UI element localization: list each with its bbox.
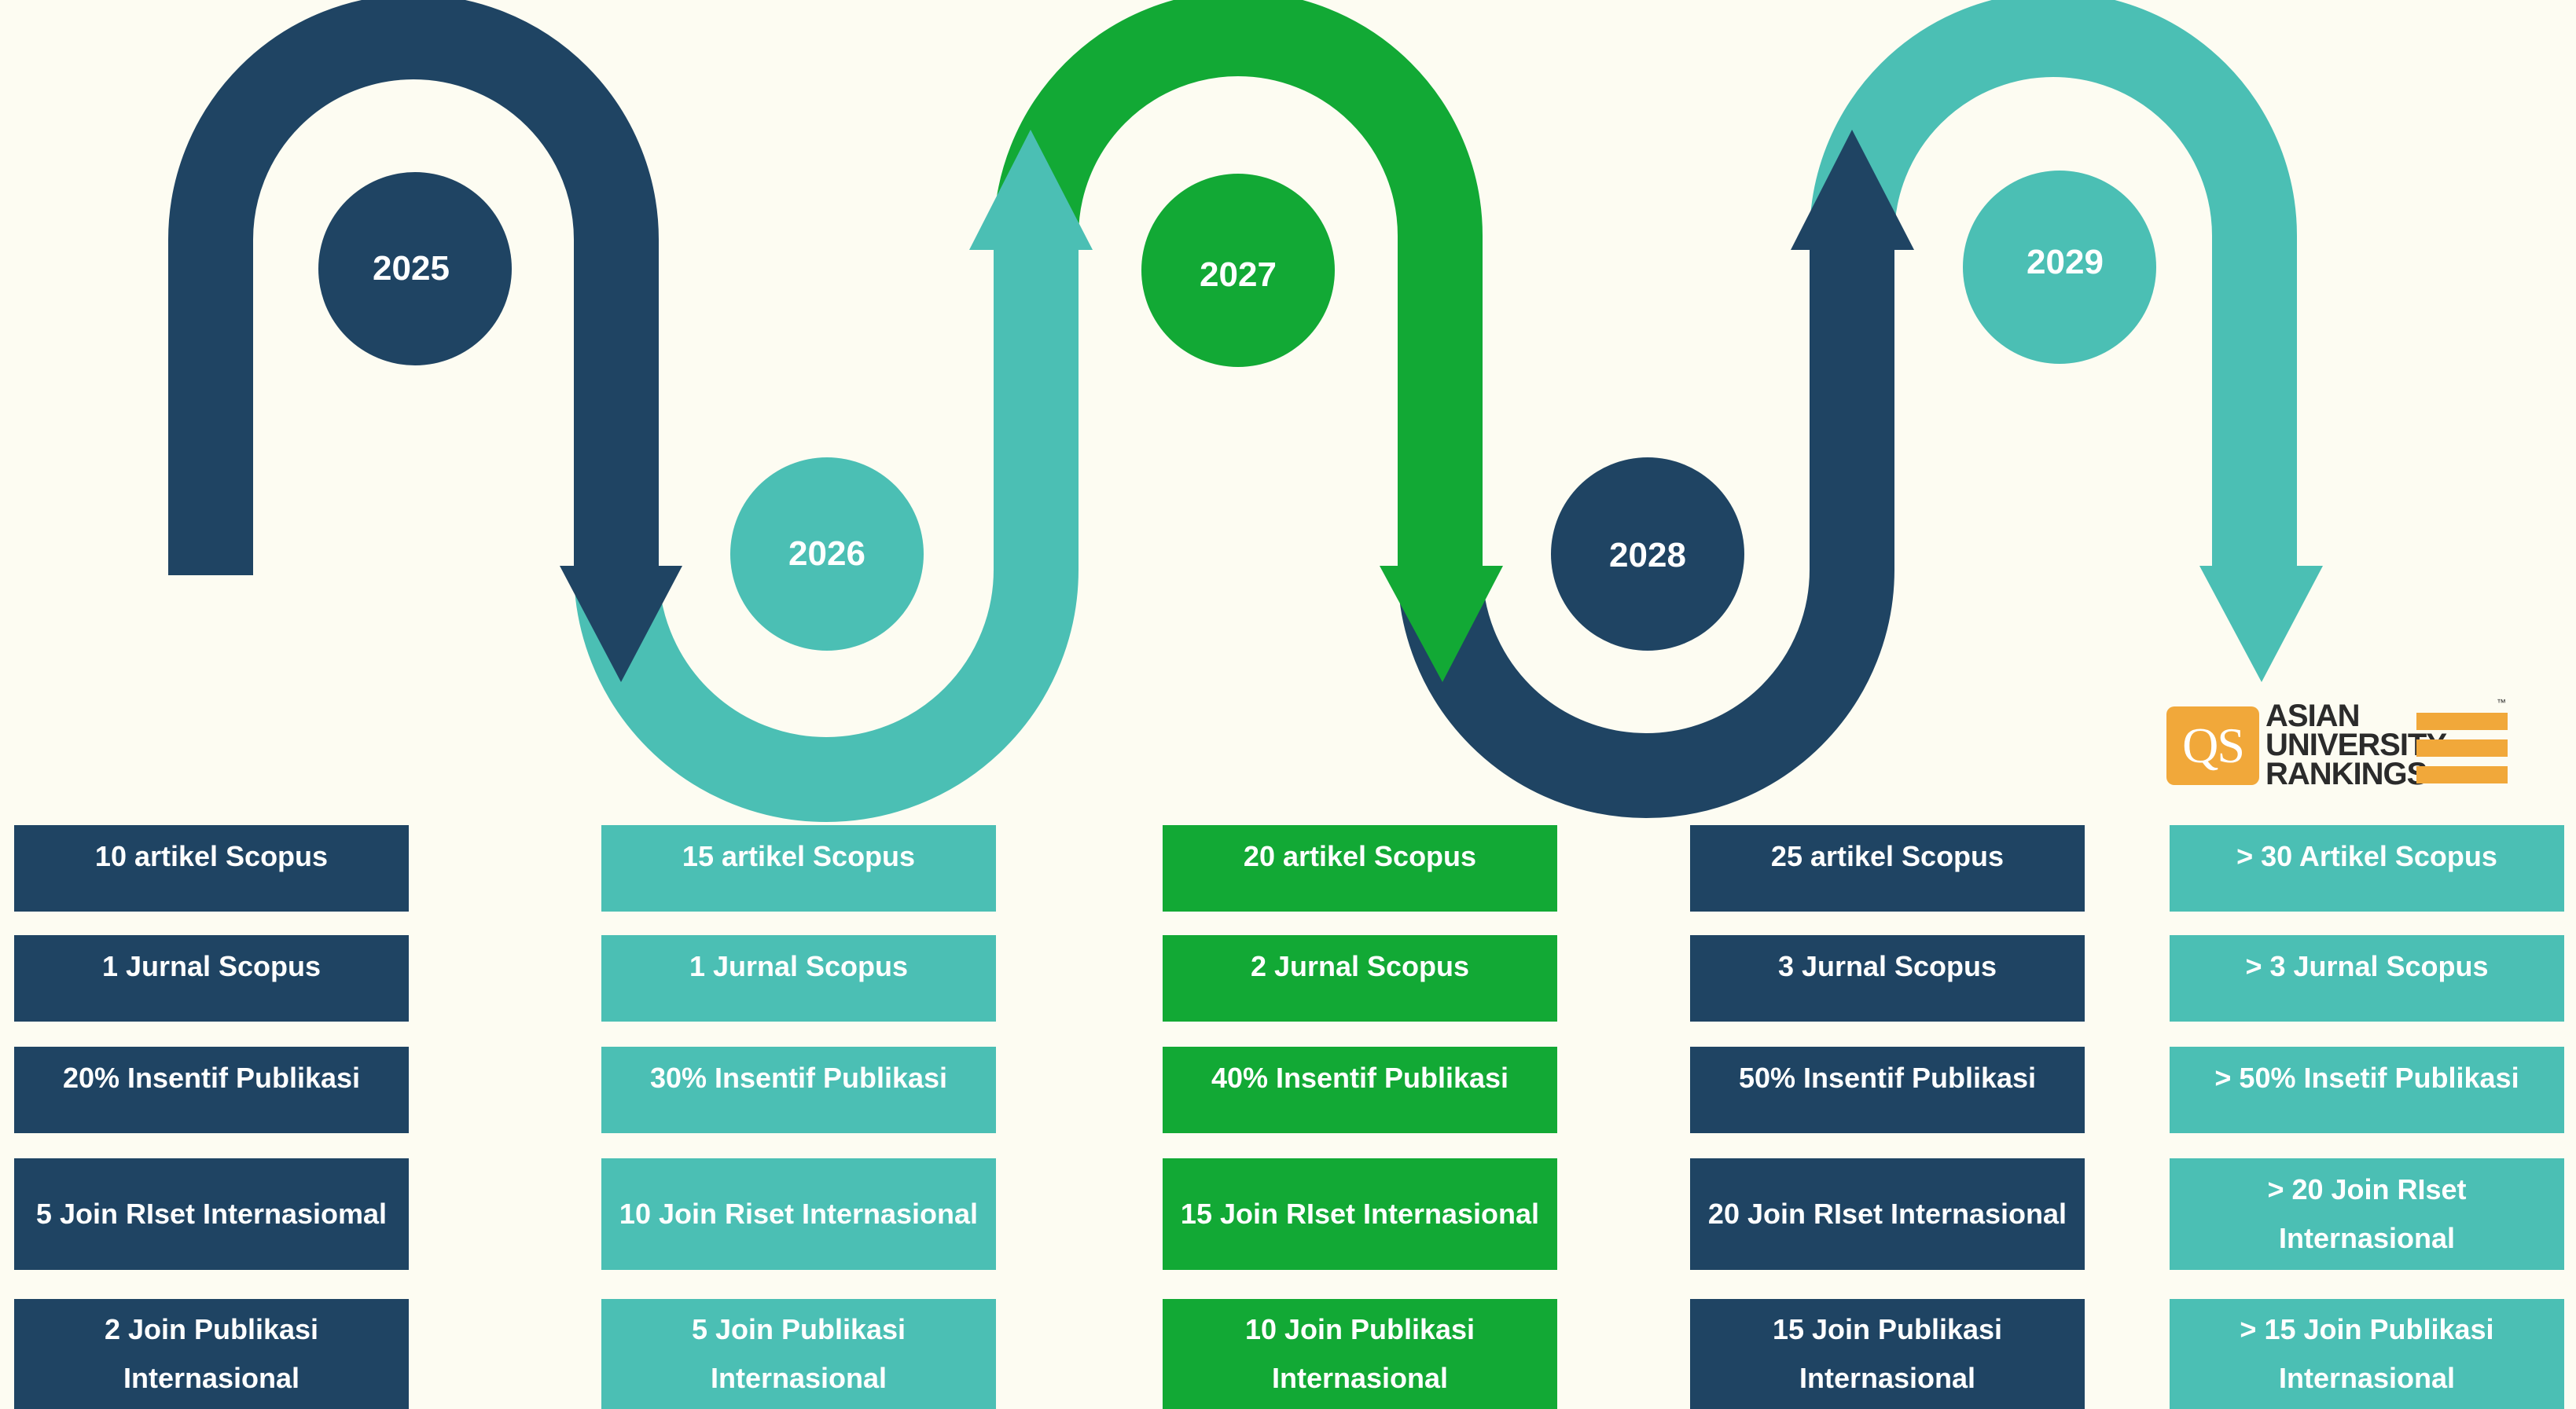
target-2028-joint-publication: 15 Join Publikasi Internasional: [1690, 1299, 2085, 1409]
qs-logo-line-asian: ASIAN: [2265, 699, 2360, 733]
year-marker-2028: 2028: [1551, 457, 1744, 651]
target-2026-incentive: 30% Insentif Publikasi: [601, 1047, 996, 1133]
arrow-down-2025: [560, 566, 682, 682]
target-label: 1 Jurnal Scopus: [689, 950, 909, 982]
target-2025-incentive: 20% Insentif Publikasi: [14, 1047, 409, 1133]
year-marker-2027: 2027: [1141, 174, 1335, 367]
arc-2029: [1810, 0, 2297, 570]
qs-asian-university-rankings-logo: QS ASIAN UNIVERSITY RANKINGS ™: [2166, 697, 2509, 791]
qs-logo-bar: [2416, 766, 2508, 783]
target-2025-articles: 10 artikel Scopus: [14, 825, 409, 912]
target-2029-articles: > 30 Artikel Scopus: [2170, 825, 2564, 912]
year-circle: [1551, 457, 1744, 651]
target-label: > 20 Join RIset Internasional: [2267, 1173, 2467, 1254]
target-2025-joint-research: 5 Join RIset Internasiomal: [14, 1158, 409, 1270]
target-2029-incentive: > 50% Insetif Publikasi: [2170, 1047, 2564, 1133]
target-2028-incentive: 50% Insentif Publikasi: [1690, 1047, 2085, 1133]
target-2026-joint-research: 10 Join Riset Internasional: [601, 1158, 996, 1270]
target-2028-journals: 3 Jurnal Scopus: [1690, 935, 2085, 1022]
target-2027-joint-publication: 10 Join Publikasi Internasional: [1163, 1299, 1557, 1409]
qs-logo-bar: [2416, 713, 2508, 730]
target-label: > 15 Join Publikasi Internasional: [2240, 1313, 2494, 1394]
target-label: 10 Join Publikasi Internasional: [1244, 1313, 1475, 1394]
target-label: 20 artikel Scopus: [1243, 840, 1477, 872]
year-circle: [1963, 171, 2156, 364]
target-label: 10 artikel Scopus: [94, 840, 329, 872]
qs-logo-trademark: ™: [2497, 697, 2506, 708]
target-label: 15 Join Publikasi Internasional: [1772, 1313, 2003, 1394]
target-label: 5 Join RIset Internasiomal: [35, 1198, 388, 1230]
target-label: > 30 Artikel Scopus: [2236, 840, 2497, 872]
target-2026-articles: 15 artikel Scopus: [601, 825, 996, 912]
arc-2027: [994, 0, 1483, 570]
target-label: 30% Insentif Publikasi: [649, 1062, 948, 1094]
arc-2028: [1398, 236, 1894, 818]
qs-logo-line-rankings: RANKINGS: [2265, 757, 2427, 791]
target-label: 20 Join RIset Internasional: [1707, 1198, 2067, 1230]
target-2027-journals: 2 Jurnal Scopus: [1163, 935, 1557, 1022]
year-label: 2026: [788, 534, 865, 573]
year-label: 2029: [2027, 243, 2104, 281]
qs-logo-bar: [2416, 739, 2508, 757]
target-label: > 3 Jurnal Scopus: [2245, 950, 2489, 982]
target-2025-joint-publication: 2 Join Publikasi Internasional: [14, 1299, 409, 1409]
arrow-down-2029: [2199, 566, 2323, 682]
target-label: 10 Join Riset Internasional: [619, 1198, 979, 1230]
target-label: 15 Join RIset Internasional: [1180, 1198, 1540, 1230]
target-2027-articles: 20 artikel Scopus: [1163, 825, 1557, 912]
target-label: 50% Insentif Publikasi: [1738, 1062, 2037, 1094]
arrow-up-2028: [1791, 130, 1914, 250]
target-2026-joint-publication: 5 Join Publikasi Internasional: [601, 1299, 996, 1409]
target-label: 20% Insentif Publikasi: [62, 1062, 361, 1094]
target-label: 1 Jurnal Scopus: [101, 950, 322, 982]
year-circle: [1141, 174, 1335, 367]
qs-badge: QS: [2166, 706, 2259, 785]
year-marker-2029: 2029: [1963, 171, 2156, 364]
target-2027-incentive: 40% Insentif Publikasi: [1163, 1047, 1557, 1133]
target-2028-articles: 25 artikel Scopus: [1690, 825, 2085, 912]
target-2028-joint-research: 20 Join RIset Internasional: [1690, 1158, 2085, 1270]
target-label: 3 Jurnal Scopus: [1777, 950, 1997, 982]
year-label: 2028: [1609, 536, 1686, 574]
year-marker-2025: 2025: [318, 172, 512, 365]
target-label: 5 Join Publikasi Internasional: [691, 1313, 906, 1394]
target-2025-journals: 1 Jurnal Scopus: [14, 935, 409, 1022]
year-label: 2025: [373, 249, 450, 288]
qs-badge-text: QS: [2182, 717, 2245, 773]
arrow-down-2027: [1380, 566, 1503, 682]
year-marker-2026: 2026: [730, 457, 924, 651]
year-circle: [318, 172, 512, 365]
target-label: 15 artikel Scopus: [682, 840, 916, 872]
target-label: > 50% Insetif Publikasi: [2214, 1062, 2519, 1094]
arc-2026: [574, 236, 1079, 822]
target-label: 40% Insentif Publikasi: [1211, 1062, 1509, 1094]
year-circle: [730, 457, 924, 651]
qs-logo-bars: [2416, 713, 2508, 783]
target-2029-journals: > 3 Jurnal Scopus: [2170, 935, 2564, 1022]
target-2029-joint-research: > 20 Join RIset Internasional: [2170, 1158, 2564, 1270]
arrow-up-2026: [969, 130, 1093, 250]
target-2026-journals: 1 Jurnal Scopus: [601, 935, 996, 1022]
target-2027-joint-research: 15 Join RIset Internasional: [1163, 1158, 1557, 1270]
target-label: 2 Jurnal Scopus: [1250, 950, 1470, 982]
target-2029-joint-publication: > 15 Join Publikasi Internasional: [2170, 1299, 2564, 1409]
target-label: 25 artikel Scopus: [1770, 840, 2005, 872]
year-label: 2027: [1200, 255, 1277, 294]
arc-2025: [168, 0, 659, 575]
target-label: 2 Join Publikasi Internasional: [104, 1313, 319, 1394]
